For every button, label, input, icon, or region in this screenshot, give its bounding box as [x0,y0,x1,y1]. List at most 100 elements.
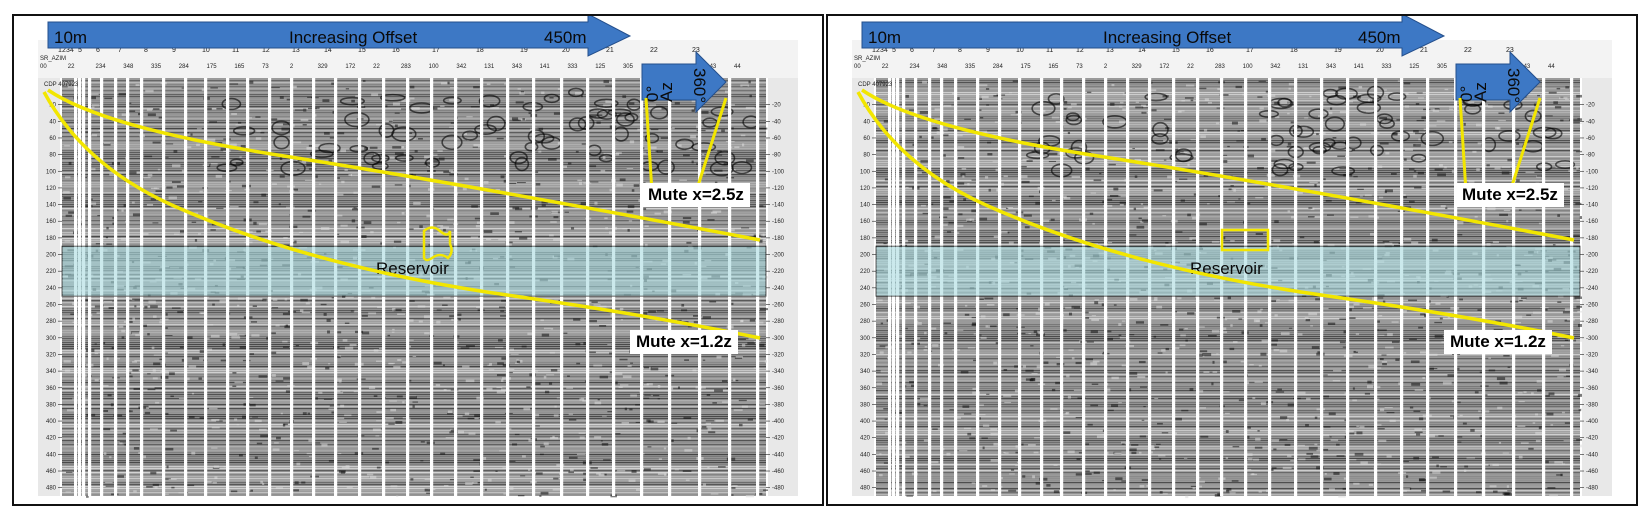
offset-bin-label: 18 [1290,47,1298,54]
offset-bin-label: 16 [392,47,400,54]
depth-tick-label: -60 [772,136,781,142]
azimuth-value-label: 175 [207,64,218,70]
azimuth-value-label: 284 [179,64,190,70]
azimuth-zero-label: 0° [643,86,662,102]
depth-tick-label: -360 [1586,386,1599,392]
depth-tick-label: -80 [772,153,781,159]
azimuth-value-label: 234 [910,64,921,70]
sr-azim-label: SR_AZIM [854,56,880,62]
azimuth-value-label: 172 [345,64,356,70]
offset-bin-label: 22 [650,47,658,54]
depth-tick-label: 180 [46,236,57,242]
azimuth-value-label: 141 [1354,64,1365,70]
azimuth-value-label: 165 [1048,64,1059,70]
azimuth-value-label: 305 [1437,64,1448,70]
depth-tick-label: -420 [772,436,785,442]
azimuth-value-label: 342 [456,64,467,70]
offset-bin-label: 6 [910,47,914,54]
depth-tick-label: -400 [1586,419,1599,425]
depth-tick-label: 420 [46,436,57,442]
offset-bin-label: 10 [1016,47,1024,54]
azimuth-value-label: 22 [882,64,889,70]
depth-tick-label: 360 [860,386,871,392]
azimuth-value-label: 2 [290,64,294,70]
depth-tick-label: 100 [46,169,57,175]
depth-tick-label: 300 [860,336,871,342]
azimuth-value-label: 73 [1076,64,1083,70]
offset-title: Increasing Offset [1103,28,1231,47]
depth-tick-label: -220 [1586,269,1599,275]
depth-tick-label: 260 [860,302,871,308]
depth-tick-label: 280 [860,319,871,325]
offset-bin-label: 17 [1246,47,1254,54]
depth-tick-label: -20 [772,103,781,109]
depth-tick-label: -20 [1586,103,1595,109]
offset-bin-label: 21 [1420,47,1428,54]
depth-tick-label: -320 [772,352,785,358]
offset-bin-label: 2 [876,47,880,54]
depth-tick-label: 300 [46,336,57,342]
offset-bin-label: 5 [892,47,896,54]
offset-bin-label: 4 [884,47,888,54]
depth-tick-label: -200 [772,253,785,259]
offset-bin-label: 14 [324,47,332,54]
offset-bin-label: 20 [1376,47,1384,54]
depth-tick-label: -300 [1586,336,1599,342]
offset-bin-label: 4 [70,47,74,54]
offset-bin-label: 19 [520,47,528,54]
offset-bin-label: 7 [932,47,936,54]
depth-tick-label: 420 [860,436,871,442]
depth-tick-label: -120 [772,186,785,192]
mute-near-label: Mute x=1.2z [1444,330,1552,354]
depth-tick-label: -160 [1586,219,1599,225]
depth-tick-label: -160 [772,219,785,225]
azimuth-value-label: 22 [373,64,380,70]
offset-bin-label: 7 [118,47,122,54]
depth-tick-label: 120 [46,186,57,192]
depth-tick-label: 260 [46,302,57,308]
azimuth-value-label: 284 [993,64,1004,70]
azimuth-value-label: 22 [68,64,75,70]
azimuth-value-label: 333 [567,64,578,70]
depth-tick-label: 440 [860,452,871,458]
azimuth-full-label: 360° [1504,68,1523,103]
azimuth-bracket-line [694,97,728,193]
offset-bin-label: 8 [958,47,962,54]
seismic-figure: Reservoir2040608010012014016018020022024… [38,16,798,498]
mute-curve-far [861,88,1575,242]
depth-tick-label: -440 [1586,452,1599,458]
azimuth-zero-label: 0° [1457,86,1476,102]
depth-tick-label: 200 [46,253,57,259]
depth-tick-label: 320 [860,352,871,358]
seismic-figure: Reservoir2040608010012014016018020022024… [852,16,1612,499]
depth-tick-label: -260 [772,302,785,308]
depth-tick-label: -400 [772,419,785,425]
depth-tick-label: -240 [772,286,785,292]
increasing-offset-arrow [47,16,632,57]
offset-bin-label: 12 [1076,47,1084,54]
depth-tick-label: 200 [860,253,871,259]
depth-tick-label: 340 [860,369,871,375]
depth-tick-label: 140 [46,203,57,209]
depth-tick-label: 40 [863,119,870,125]
offset-bin-label: 9 [986,47,990,54]
offset-bin-label: 14 [1138,47,1146,54]
azimuth-value-label: 141 [540,64,551,70]
depth-tick-label: 60 [863,136,870,142]
azimuth-value-label: 283 [1215,64,1226,70]
azimuth-value-label: 343 [512,64,523,70]
azimuth-label: Az [1471,82,1490,102]
depth-tick-label: 240 [46,286,57,292]
azimuth-bracket-line [1508,97,1542,193]
azimuth-value-label: 125 [595,64,606,70]
offset-title: Increasing Offset [289,28,417,47]
depth-axis-left: 2040608010012014016018020022024026028030… [852,78,876,496]
azimuth-bracket-line [644,97,654,193]
offset-bin-label: 9 [172,47,176,54]
offset-end-label: 450m [1358,28,1401,47]
depth-tick-label: -40 [772,119,781,125]
depth-tick-label: -60 [1586,136,1595,142]
depth-tick-label: -300 [772,336,785,342]
depth-tick-label: -240 [1586,286,1599,292]
